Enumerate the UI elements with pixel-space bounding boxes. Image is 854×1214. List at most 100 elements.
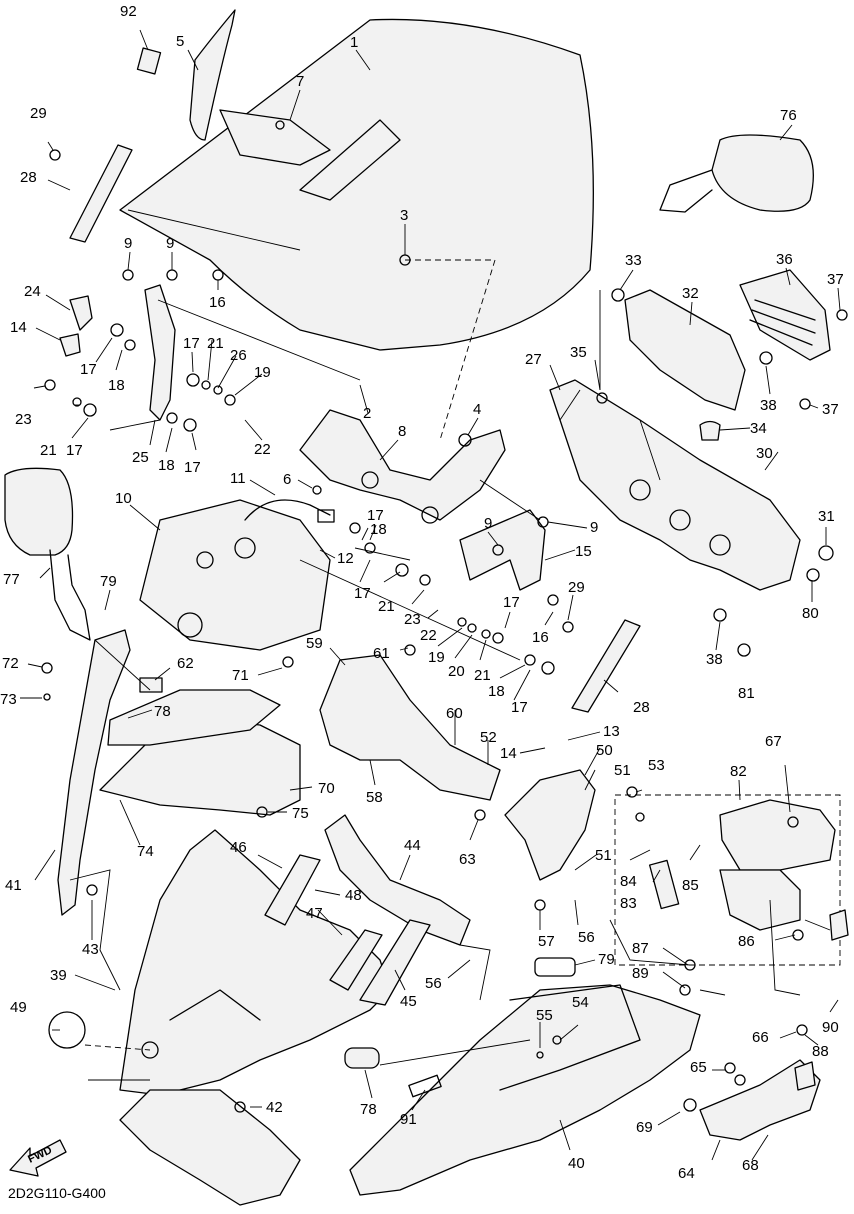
callout-3: 3 <box>400 207 408 224</box>
callout-21-a: 21 <box>207 335 224 352</box>
callout-37-a: 37 <box>827 271 844 288</box>
callout-16-a: 16 <box>209 294 226 311</box>
side-cover <box>349 984 701 1196</box>
mount-bracket <box>504 769 596 881</box>
callout-75: 75 <box>292 805 309 822</box>
callout-41: 41 <box>5 877 22 894</box>
callout-18-d: 18 <box>488 683 505 700</box>
callout-51-a: 51 <box>614 762 631 779</box>
callout-15: 15 <box>575 543 592 560</box>
callout-17-c: 17 <box>183 335 200 352</box>
callout-58: 58 <box>366 789 383 806</box>
callout-21-c: 21 <box>378 598 395 615</box>
callout-45: 45 <box>400 993 417 1010</box>
rail-left <box>69 144 133 243</box>
callout-21-d: 21 <box>474 667 491 684</box>
callout-56-a: 56 <box>425 975 442 992</box>
lower-bracket <box>699 1059 821 1141</box>
callout-78-a: 78 <box>154 703 171 720</box>
inner-panel <box>319 654 501 801</box>
callout-82: 82 <box>730 763 747 780</box>
callout-87: 87 <box>632 940 649 957</box>
callout-69: 69 <box>636 1119 653 1136</box>
callout-38-b: 38 <box>706 651 723 668</box>
callout-17-b: 17 <box>66 442 83 459</box>
callout-9-b: 9 <box>166 235 174 252</box>
callout-18-c: 18 <box>370 521 387 538</box>
callout-57: 57 <box>538 933 555 950</box>
callout-56-b: 56 <box>578 929 595 946</box>
callout-54: 54 <box>572 994 589 1011</box>
rail-right <box>571 619 641 713</box>
callout-88: 88 <box>812 1043 829 1060</box>
lower-nose <box>119 1089 301 1206</box>
callout-64: 64 <box>678 1165 695 1182</box>
callout-67: 67 <box>765 733 782 750</box>
callout-59: 59 <box>306 635 323 652</box>
callout-60: 60 <box>446 705 463 722</box>
callout-86: 86 <box>738 933 755 950</box>
callout-23-b: 23 <box>404 611 421 628</box>
right-frame <box>549 379 801 591</box>
fwd-arrow-icon: FWD <box>9 1139 67 1177</box>
callout-27: 27 <box>525 351 542 368</box>
callout-37-b: 37 <box>822 401 839 418</box>
callout-38-a: 38 <box>760 397 777 414</box>
callout-35: 35 <box>570 344 587 361</box>
callout-14-a: 14 <box>10 319 27 336</box>
callout-5: 5 <box>176 33 184 50</box>
callout-34: 34 <box>750 420 767 437</box>
callout-79-a: 79 <box>100 573 117 590</box>
callout-40: 40 <box>568 1155 585 1172</box>
callout-2: 2 <box>363 405 371 422</box>
center-bracket <box>219 109 331 166</box>
callout-76: 76 <box>780 107 797 124</box>
callout-29-a: 29 <box>30 105 47 122</box>
callout-9-c: 9 <box>484 515 492 532</box>
callout-23-a: 23 <box>15 411 32 428</box>
callout-65: 65 <box>690 1059 707 1076</box>
callout-28-a: 28 <box>20 169 37 186</box>
windscreen <box>119 18 594 351</box>
callout-4: 4 <box>473 401 481 418</box>
callout-21-b: 21 <box>40 442 57 459</box>
callout-36: 36 <box>776 251 793 268</box>
callout-51-b: 51 <box>595 847 612 864</box>
callout-22-b: 22 <box>420 627 437 644</box>
callout-17-f: 17 <box>354 585 371 602</box>
callout-29-b: 29 <box>568 579 585 596</box>
callout-12: 12 <box>337 550 354 567</box>
callout-80: 80 <box>802 605 819 622</box>
callout-78-b: 78 <box>360 1101 377 1118</box>
callout-46: 46 <box>230 839 247 856</box>
callout-39: 39 <box>50 967 67 984</box>
callout-26: 26 <box>230 347 247 364</box>
callout-90: 90 <box>822 1019 839 1036</box>
callout-28-b: 28 <box>633 699 650 716</box>
callout-17-a: 17 <box>80 361 97 378</box>
left-stay <box>144 284 176 421</box>
callout-42: 42 <box>266 1099 283 1116</box>
callout-71: 71 <box>232 667 249 684</box>
box-bracket <box>719 869 801 931</box>
callout-17-g: 17 <box>503 594 520 611</box>
callout-17-e: 17 <box>367 507 384 524</box>
callout-81: 81 <box>738 685 755 702</box>
callout-55: 55 <box>536 1007 553 1024</box>
callout-22-a: 22 <box>254 441 271 458</box>
callout-50: 50 <box>596 742 613 759</box>
callout-85: 85 <box>682 877 699 894</box>
callout-79-b: 79 <box>598 951 615 968</box>
grille-piece <box>739 269 831 361</box>
callout-11: 11 <box>230 470 246 487</box>
side-panel-upper <box>107 689 281 746</box>
callout-7: 7 <box>296 73 304 90</box>
callout-9-d: 9 <box>590 519 598 536</box>
callout-16-b: 16 <box>532 629 549 646</box>
callout-72: 72 <box>2 655 19 672</box>
callout-53: 53 <box>648 757 665 774</box>
side-frame <box>57 629 131 916</box>
callout-20: 20 <box>448 663 465 680</box>
air-duct <box>324 814 471 946</box>
